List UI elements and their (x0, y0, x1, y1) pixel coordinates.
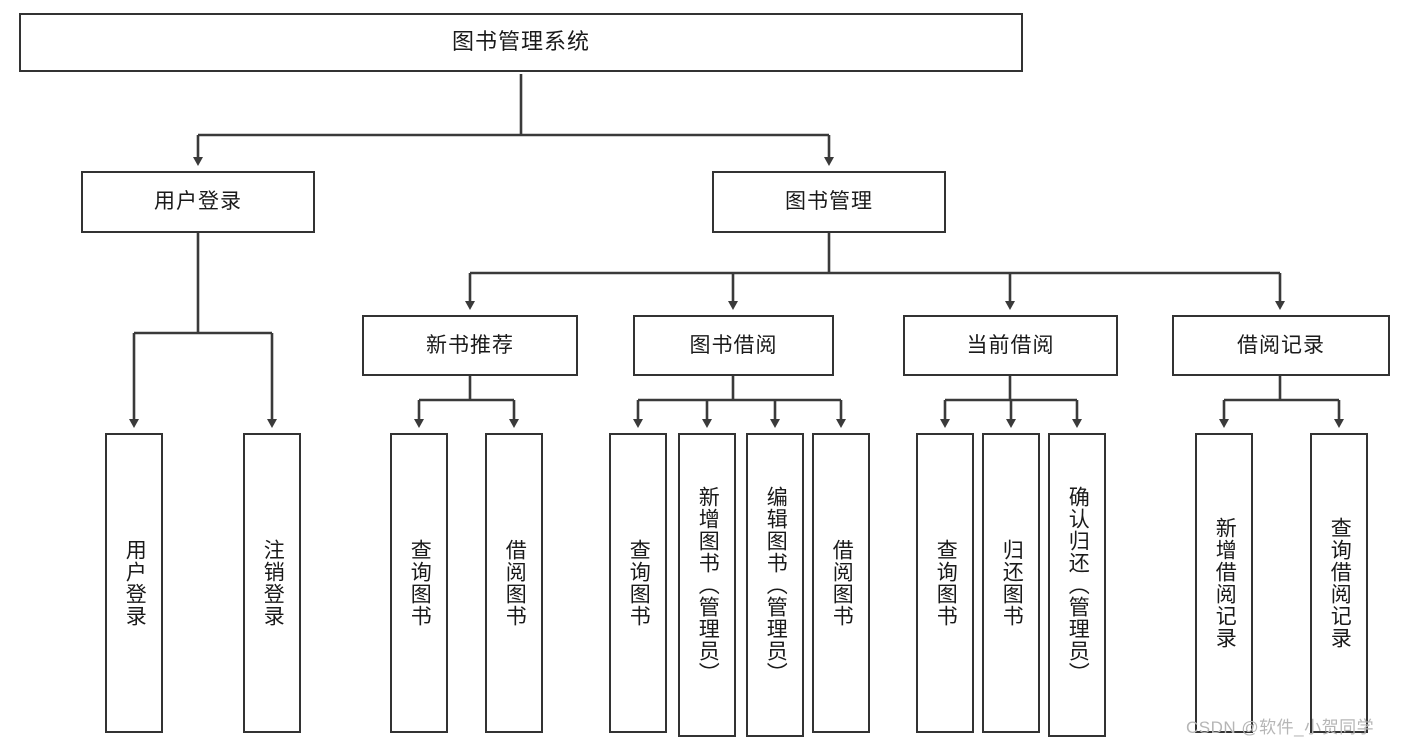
leaf-borrow-book-2[interactable]: 借阅图书 (812, 433, 870, 733)
leaf-add-borrow-record-label: 新增借阅记录 (1213, 517, 1237, 649)
leaf-user-login[interactable]: 用户登录 (105, 433, 163, 733)
node-user-login-label: 用户登录 (154, 190, 242, 214)
leaf-query-book-1-label: 查询图书 (408, 539, 432, 627)
watermark: CSDN @软件_小贺同学 (1186, 718, 1375, 737)
node-book-borrow[interactable]: 图书借阅 (633, 315, 834, 376)
leaf-query-book-2[interactable]: 查询图书 (609, 433, 667, 733)
node-borrow-records-label: 借阅记录 (1237, 333, 1325, 357)
leaf-confirm-return-label: 确认归还（管理员） (1066, 486, 1090, 684)
node-borrow-records[interactable]: 借阅记录 (1172, 315, 1390, 376)
leaf-add-borrow-record[interactable]: 新增借阅记录 (1195, 433, 1253, 733)
leaf-return-book[interactable]: 归还图书 (982, 433, 1040, 733)
node-user-login[interactable]: 用户登录 (81, 171, 315, 233)
node-current-borrow-label: 当前借阅 (966, 333, 1055, 357)
node-root-label: 图书管理系统 (451, 29, 590, 55)
node-book-management-label: 图书管理 (785, 190, 873, 214)
leaf-query-book-3[interactable]: 查询图书 (916, 433, 974, 733)
node-book-borrow-label: 图书借阅 (689, 333, 778, 357)
leaf-edit-book[interactable]: 编辑图书（管理员） (746, 433, 804, 737)
node-root[interactable]: 图书管理系统 (19, 13, 1023, 72)
leaf-query-book-1[interactable]: 查询图书 (390, 433, 448, 733)
node-new-book-recommend-label: 新书推荐 (426, 333, 514, 357)
leaf-query-borrow-record-label: 查询借阅记录 (1328, 517, 1352, 649)
leaf-borrow-book-1[interactable]: 借阅图书 (485, 433, 543, 733)
leaf-user-logout[interactable]: 注销登录 (243, 433, 301, 733)
leaf-return-book-label: 归还图书 (1000, 539, 1024, 627)
node-book-management[interactable]: 图书管理 (712, 171, 946, 233)
leaf-user-logout-label: 注销登录 (261, 539, 285, 627)
leaf-borrow-book-2-label: 借阅图书 (830, 539, 854, 627)
leaf-query-book-2-label: 查询图书 (627, 539, 651, 627)
leaf-add-book-label: 新增图书（管理员） (696, 486, 720, 684)
node-current-borrow[interactable]: 当前借阅 (903, 315, 1118, 376)
node-new-book-recommend[interactable]: 新书推荐 (362, 315, 578, 376)
leaf-user-login-label: 用户登录 (123, 539, 147, 627)
leaf-add-book[interactable]: 新增图书（管理员） (678, 433, 736, 737)
leaf-query-borrow-record[interactable]: 查询借阅记录 (1310, 433, 1368, 733)
leaf-confirm-return[interactable]: 确认归还（管理员） (1048, 433, 1106, 737)
leaf-query-book-3-label: 查询图书 (934, 539, 958, 627)
leaf-borrow-book-1-label: 借阅图书 (503, 539, 527, 627)
leaf-edit-book-label: 编辑图书（管理员） (764, 486, 788, 684)
